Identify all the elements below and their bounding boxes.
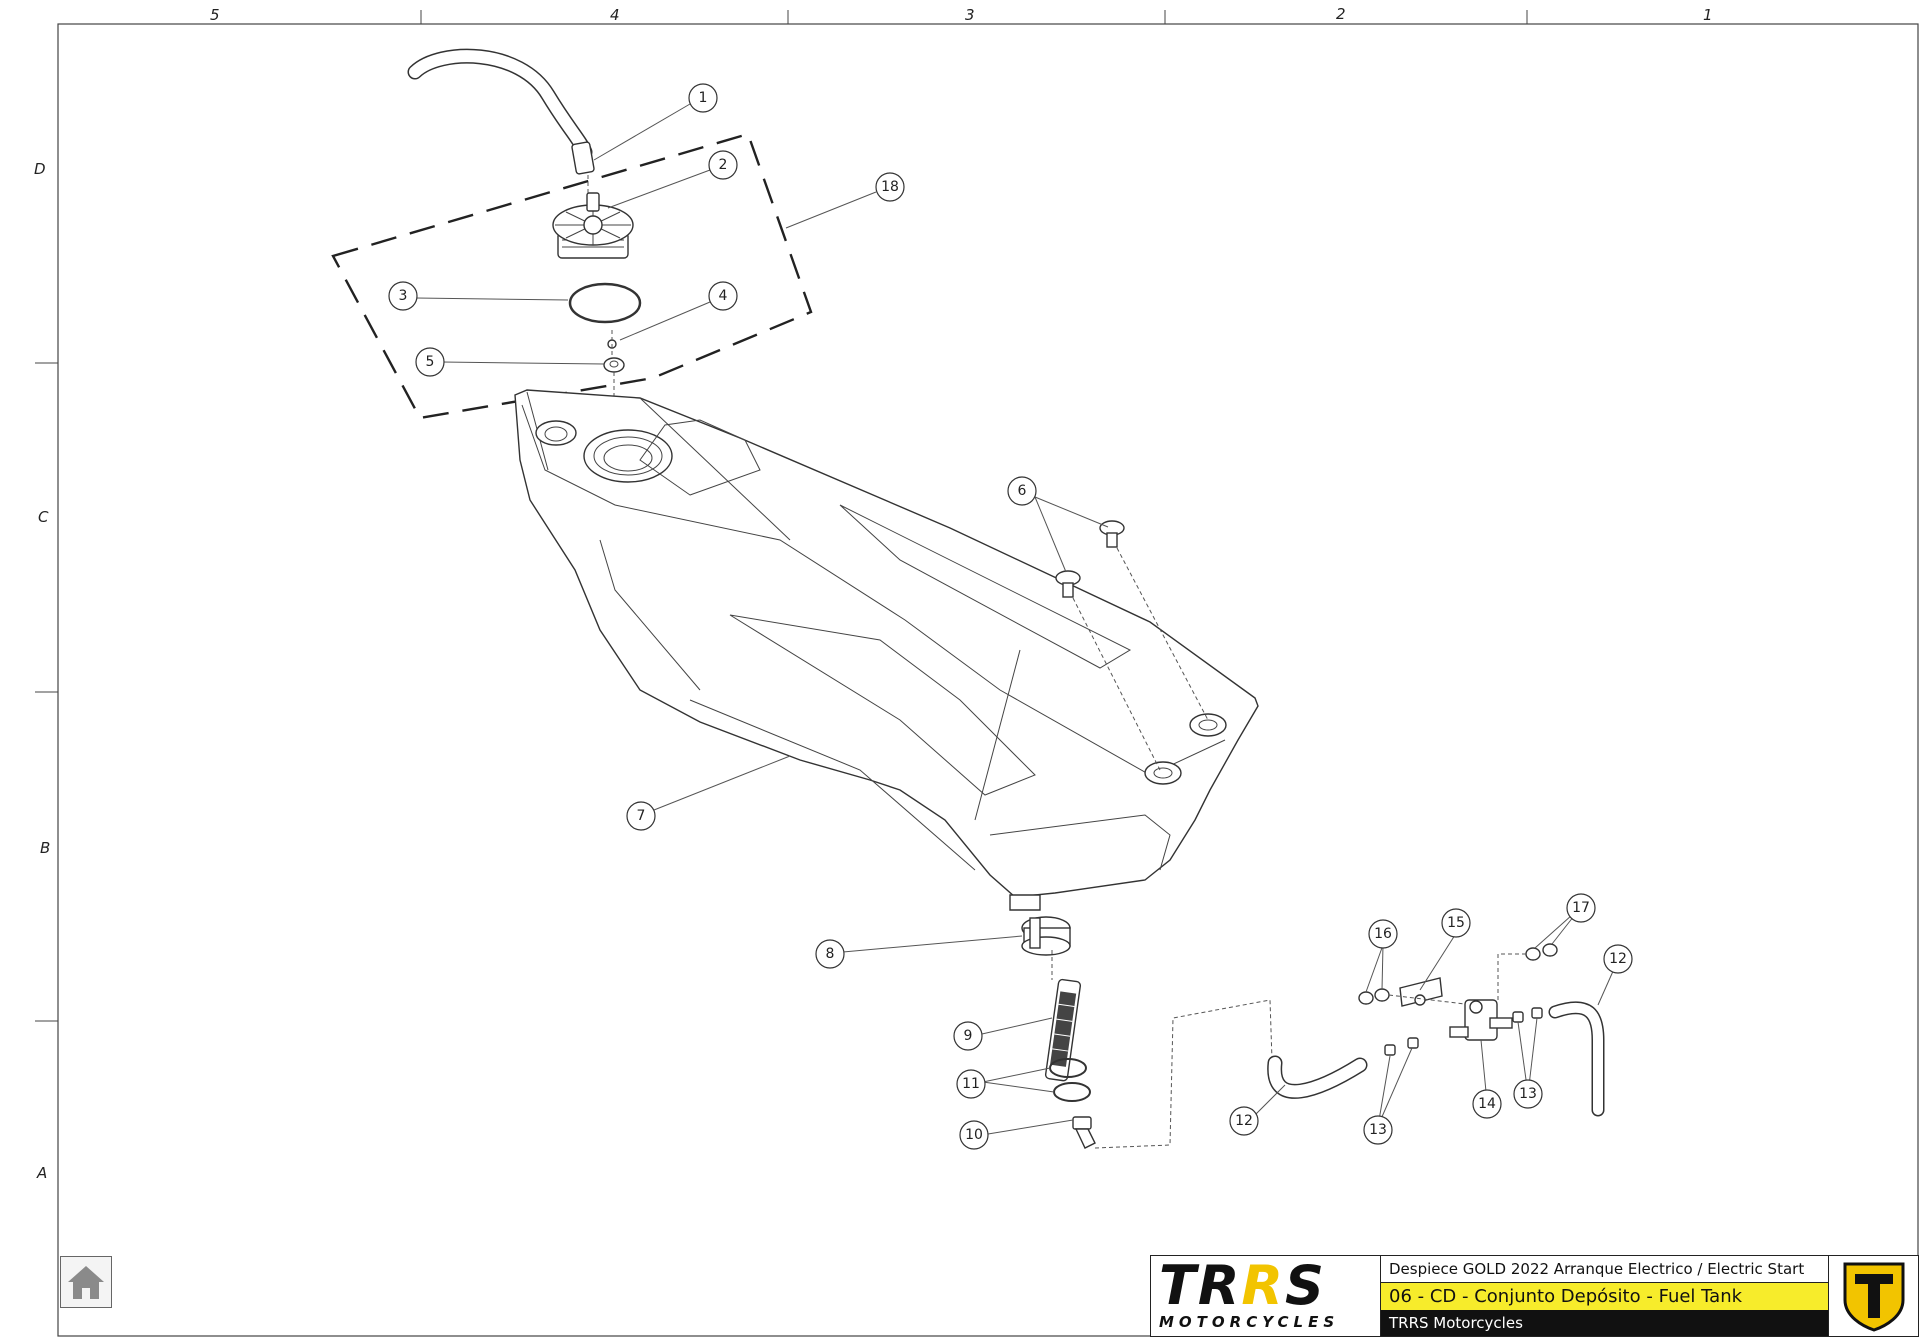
logo-wordmark: TRRS: [1159, 1259, 1380, 1313]
corner-emblem: [1828, 1256, 1918, 1336]
callout-2: 2: [708, 150, 738, 180]
callout-16: 16: [1368, 919, 1398, 949]
home-icon: [68, 1266, 104, 1299]
callout-15: 15: [1441, 908, 1471, 938]
svg-text:11: 11: [962, 1076, 980, 1092]
callout-8: 8: [815, 939, 845, 969]
svg-text:13: 13: [1369, 1122, 1387, 1138]
callout-12-right: 12: [1603, 944, 1633, 974]
column-label-2: 2: [1336, 5, 1346, 23]
o-ring-lower: [1053, 1082, 1091, 1102]
callout-17: 17: [1566, 893, 1596, 923]
bolt-pair-16: [1358, 988, 1390, 1005]
fuel-tank: [514, 389, 1259, 911]
mini-clamp-2: [1407, 1037, 1419, 1049]
screw-rear: [1099, 520, 1125, 548]
fuel-tap: [1449, 999, 1513, 1041]
elbow-fitting: [1072, 1116, 1096, 1149]
svg-text:8: 8: [826, 946, 835, 962]
logo-letters-tr: TR: [1159, 1254, 1242, 1317]
callout-10: 10: [959, 1120, 989, 1150]
bolt-pair-17: [1525, 943, 1558, 961]
row-label-A: A: [36, 1164, 47, 1182]
column-label-5: 5: [210, 6, 220, 24]
callout-13-left: 13: [1363, 1115, 1393, 1145]
title-rows: Despiece GOLD 2022 Arranque Electrico / …: [1381, 1256, 1828, 1336]
mini-clamp-3: [1512, 1011, 1524, 1023]
svg-text:12: 12: [1235, 1113, 1253, 1129]
column-label-1: 1: [1703, 6, 1713, 24]
svg-text:1: 1: [699, 90, 708, 106]
svg-text:16: 16: [1374, 926, 1392, 942]
small-nut: [603, 357, 625, 373]
svg-text:18: 18: [881, 179, 899, 195]
callout-12-left: 12: [1229, 1106, 1259, 1136]
callout-14: 14: [1472, 1089, 1502, 1119]
callout-4: 4: [708, 281, 738, 311]
drawing-frame: [57, 23, 1919, 1337]
callout-6: 6: [1007, 476, 1037, 506]
column-label-3: 3: [965, 6, 975, 24]
trrs-shield-icon: [1843, 1262, 1904, 1332]
home-button[interactable]: [60, 1256, 112, 1308]
svg-text:5: 5: [426, 354, 435, 370]
svg-text:9: 9: [964, 1028, 973, 1044]
mini-clamp-1: [1384, 1044, 1396, 1056]
svg-text:6: 6: [1018, 483, 1027, 499]
callout-3: 3: [388, 281, 418, 311]
fuel-filter: [1044, 978, 1082, 1082]
fuel-cap: [552, 192, 634, 259]
section-title: 06 - CD - Conjunto Depósito - Fuel Tank: [1381, 1283, 1828, 1310]
screw-front: [1055, 570, 1081, 598]
svg-text:2: 2: [719, 157, 728, 173]
title-block: TRRS MOTORCYCLES Despiece GOLD 2022 Arra…: [1150, 1255, 1919, 1337]
column-label-4: 4: [610, 6, 620, 24]
logo-letter-r-accent: R: [1241, 1254, 1286, 1317]
company-name: TRRS Motorcycles: [1381, 1309, 1828, 1336]
hose-end: [571, 141, 595, 175]
brand-logo: TRRS MOTORCYCLES: [1151, 1256, 1381, 1336]
logo-letter-s: S: [1285, 1254, 1326, 1317]
fuel-routing-dashed: [1094, 999, 1273, 1149]
callout-11: 11: [956, 1069, 986, 1099]
callout-7: 7: [626, 801, 656, 831]
logo-subtitle: MOTORCYCLES: [1159, 1313, 1340, 1331]
callout-9: 9: [953, 1021, 983, 1051]
kit-boundary-dashed: [331, 132, 813, 420]
row-label-B: B: [40, 839, 50, 857]
svg-text:15: 15: [1447, 915, 1465, 931]
row-label-C: C: [38, 508, 49, 526]
svg-text:12: 12: [1609, 951, 1627, 967]
callout-13-right: 13: [1513, 1079, 1543, 1109]
drawing-title: Despiece GOLD 2022 Arranque Electrico / …: [1381, 1256, 1828, 1284]
row-label-D: D: [34, 160, 46, 178]
mini-clamp-4: [1531, 1007, 1543, 1019]
mounting-bracket: [1399, 977, 1443, 1007]
svg-text:4: 4: [719, 288, 728, 304]
callout-1: 1: [688, 83, 718, 113]
svg-text:3: 3: [399, 288, 408, 304]
svg-text:13: 13: [1519, 1086, 1537, 1102]
callout-5: 5: [415, 347, 445, 377]
o-ring: [568, 282, 642, 324]
svg-text:14: 14: [1478, 1096, 1496, 1112]
callout-18: 18: [875, 172, 905, 202]
svg-text:17: 17: [1572, 900, 1590, 916]
svg-text:7: 7: [637, 808, 646, 824]
hose-clamp: [1021, 916, 1071, 956]
svg-text:10: 10: [965, 1127, 983, 1143]
